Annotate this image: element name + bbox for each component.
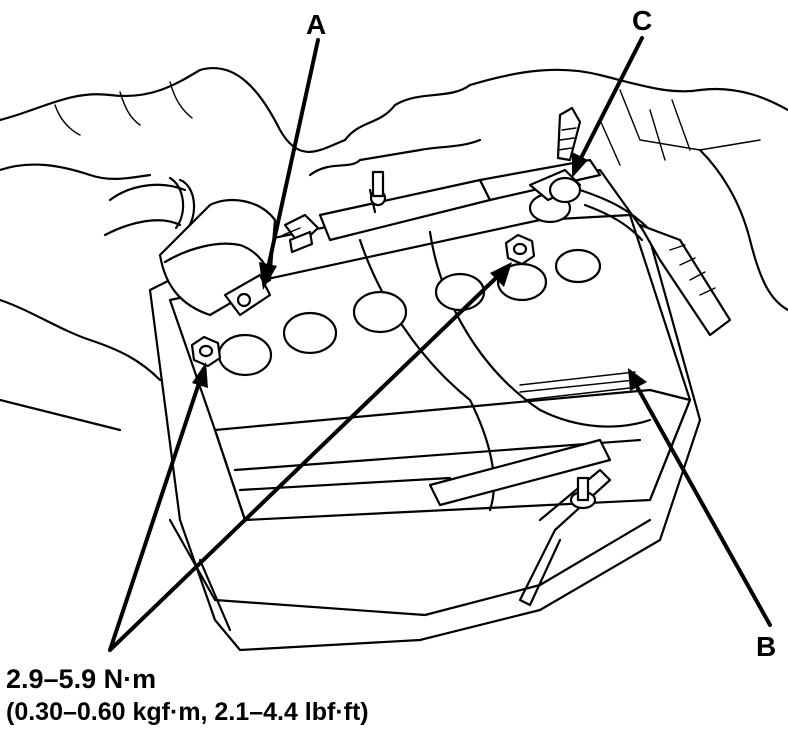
engine-bay-background: [0, 67, 788, 432]
battery: [168, 213, 692, 522]
negative-terminal-cover: [158, 198, 320, 317]
callout-b-label: B: [756, 631, 776, 662]
torque-spec-metric: 2.9–5.9 N·m: [6, 664, 157, 694]
callout-arrows: [108, 36, 772, 652]
front-hold-down: [428, 438, 612, 607]
terminal-nut-a: [190, 335, 222, 368]
torque-spec-imperial: (0.30–0.60 kgf·m, 2.1–4.4 lbf·ft): [6, 698, 369, 726]
intake-hose: [103, 176, 196, 237]
positive-terminal-clamp: [528, 168, 732, 337]
callout-a-label: A: [306, 9, 326, 40]
terminal-nut-c: [504, 233, 536, 266]
callout-c-label: C: [632, 5, 652, 36]
